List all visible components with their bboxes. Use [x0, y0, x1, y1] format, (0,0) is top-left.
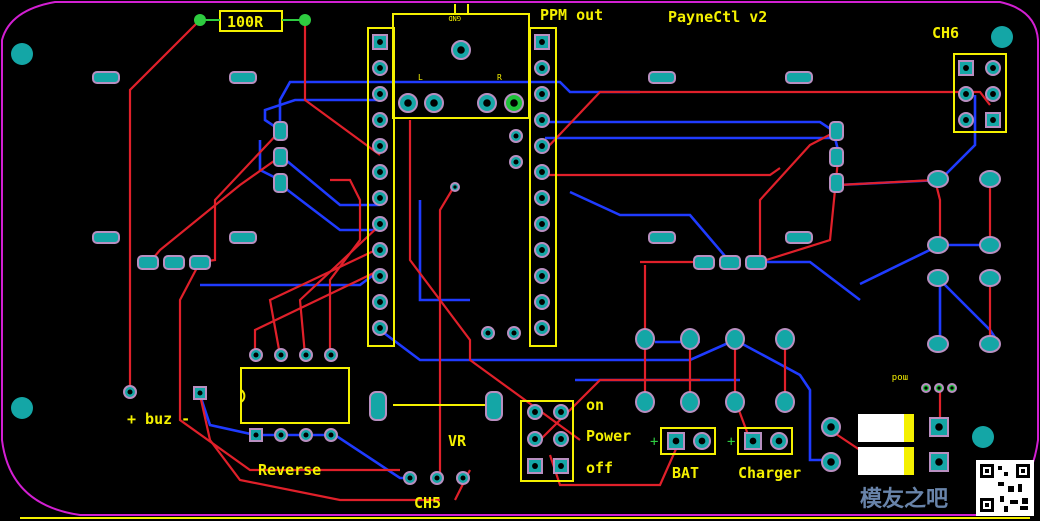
smd-pads: [92, 71, 1001, 421]
mcu-right-pin-drill: [539, 39, 545, 45]
buzzer-pin-drill: [127, 389, 133, 395]
mcu-right-pin-drill: [539, 195, 545, 201]
ch6-pin-drill: [990, 91, 996, 97]
header-pad-drill: [513, 159, 519, 165]
jack-pad-drill: [457, 46, 465, 54]
ch6-pin-drill: [990, 65, 996, 71]
via-drill: [453, 185, 457, 189]
power-switch-pin-drill: [532, 409, 538, 415]
power-switch-pin-drill: [558, 409, 564, 415]
jack-pad-drill: [510, 99, 518, 107]
mcu-left-pin-drill: [377, 65, 383, 71]
reverse-switch-pin-drill: [253, 352, 259, 358]
ppm-out-label: PPM out: [540, 6, 603, 24]
resistor-label: 100R: [227, 13, 264, 31]
mcu-left-pin-drill: [377, 39, 383, 45]
mcu-right-pin-drill: [539, 143, 545, 149]
left-channel-label: L: [418, 73, 423, 82]
ch5-pin-drill: [407, 475, 413, 481]
mcu-right-pin-drill: [539, 247, 545, 253]
reverse-switch-pin-drill: [278, 432, 284, 438]
battery-pin-drill: [672, 437, 680, 445]
reverse-switch-pin-drill: [253, 432, 259, 438]
charger-label: Charger: [738, 464, 801, 482]
power-switch-pin-drill: [532, 463, 538, 469]
qr-code: [976, 460, 1034, 516]
mcu-right-pin-drill: [539, 65, 545, 71]
diode-pin-drill: [935, 423, 943, 431]
jack-pad-drill: [483, 99, 491, 107]
reverse-switch-pin-drill: [328, 432, 334, 438]
buzzer-pin-drill: [197, 390, 203, 396]
silkscreen-outlines: [219, 4, 1007, 482]
right-channel-label: R: [497, 73, 502, 82]
reverse-label: Reverse: [258, 461, 321, 479]
reverse-switch-pin-drill: [328, 352, 334, 358]
ch5-label: CH5: [414, 494, 441, 512]
reverse-switch-pin-drill: [278, 352, 284, 358]
silkscreen-text: 100R PPM out PayneCtl v2 CH6 GND L R + b…: [127, 6, 959, 512]
mcu-left-pin-drill: [377, 299, 383, 305]
power-switch-pin-drill: [558, 463, 564, 469]
through-hole-pads: [123, 34, 1001, 485]
mcu-left-pin-drill: [377, 91, 383, 97]
mcu-left-pin-drill: [377, 247, 383, 253]
mcu-right-pin-drill: [539, 91, 545, 97]
ch6-pin-drill: [963, 91, 969, 97]
vr-label: VR: [448, 432, 467, 450]
mcu-left-pin-drill: [377, 325, 383, 331]
watermark-text: 模友之吧: [859, 487, 948, 512]
mcu-left-pin-drill: [377, 143, 383, 149]
jack-pad-drill: [404, 99, 412, 107]
charger-plus-label: +: [727, 434, 735, 450]
buzzer-label: + buz -: [127, 410, 190, 428]
power-label: Power: [586, 427, 631, 445]
board-title: PayneCtl v2: [668, 8, 767, 26]
mod-pin-drill: [950, 386, 954, 390]
mcu-right-pin-drill: [539, 117, 545, 123]
led-pin-drill: [827, 423, 835, 431]
ch6-pin-drill: [963, 65, 969, 71]
header-pad-drill: [485, 330, 491, 336]
reverse-switch-pin-drill: [303, 352, 309, 358]
battery-label: BAT: [672, 464, 699, 482]
ch6-label: CH6: [932, 24, 959, 42]
mcu-right-pin-drill: [539, 299, 545, 305]
ch6-pin-drill: [963, 117, 969, 123]
mcu-left-pin-drill: [377, 117, 383, 123]
power-switch-pin-drill: [558, 436, 564, 442]
switch-on-label: on: [586, 396, 604, 414]
mounting-holes: [11, 26, 1013, 448]
ch5-pin-drill: [434, 475, 440, 481]
power-switch-pin-drill: [532, 436, 538, 442]
mcu-right-pin-drill: [539, 169, 545, 175]
mcu-left-pin-drill: [377, 273, 383, 279]
mcu-right-pin-drill: [539, 273, 545, 279]
mcu-left-pin-drill: [377, 221, 383, 227]
ch6-pin-drill: [990, 117, 996, 123]
bat-plus-label: +: [650, 434, 658, 450]
mcu-left-pin-drill: [377, 195, 383, 201]
mod-label: mod: [892, 372, 908, 382]
mcu-right-pin-drill: [539, 325, 545, 331]
battery-pin-drill: [698, 437, 706, 445]
switch-off-label: off: [586, 459, 613, 477]
header-pad-drill: [513, 133, 519, 139]
charger-pin-drill: [775, 437, 783, 445]
top-traces: [128, 19, 992, 502]
mcu-left-pin-drill: [377, 169, 383, 175]
mod-pin-drill: [937, 386, 941, 390]
ch5-pin-drill: [460, 475, 466, 481]
charger-pin-drill: [749, 437, 757, 445]
gnd-label: GND: [448, 14, 461, 22]
led-pin-drill: [827, 458, 835, 466]
jack-pad-drill: [430, 99, 438, 107]
reverse-switch-pin-drill: [303, 432, 309, 438]
mod-pin-drill: [924, 386, 928, 390]
header-pad-drill: [511, 330, 517, 336]
mcu-right-pin-drill: [539, 221, 545, 227]
diode-pin-drill: [935, 458, 943, 466]
